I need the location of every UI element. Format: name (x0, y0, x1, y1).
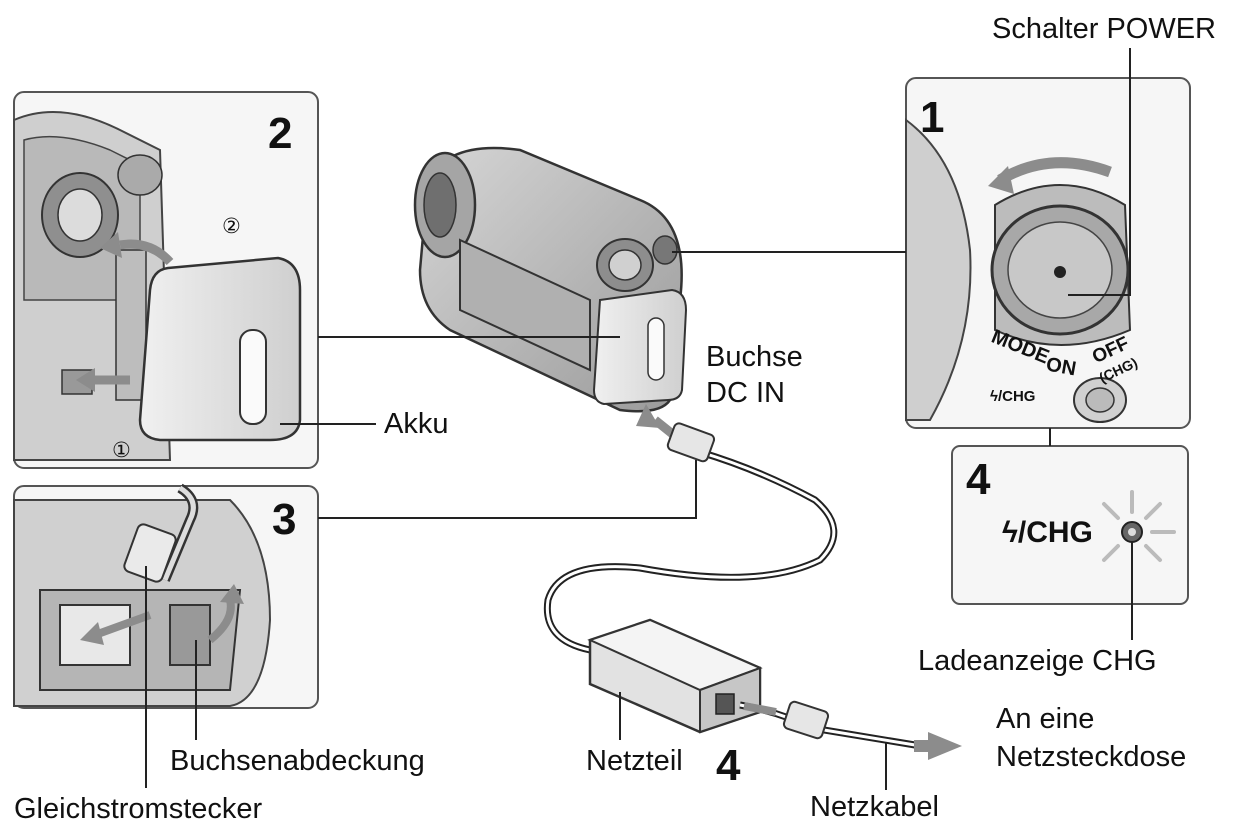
label-buchsenabdeckung: Buchsenabdeckung (170, 745, 425, 777)
camera-illustration (413, 146, 688, 444)
chg-lamp-big-label: ϟ/CHG (1002, 516, 1093, 549)
label-dc-in: DC IN (706, 377, 785, 409)
step-number-4-adapter: 4 (716, 741, 741, 790)
label-an-eine: An eine (996, 703, 1095, 735)
label-ladeanzeige-chg: Ladeanzeige CHG (918, 645, 1157, 677)
dial-chg-lamp-label: ϟ/CHG (990, 388, 1036, 405)
label-schalter-power: Schalter POWER (992, 13, 1216, 45)
label-netzsteckdose: Netzsteckdose (996, 741, 1187, 773)
callout-lines (145, 48, 1133, 790)
label-netzteil: Netzteil (586, 745, 683, 777)
step-number-2: 2 (268, 109, 293, 158)
substep-marker-1: ① (112, 438, 131, 462)
dial-on-label: ON (1044, 353, 1078, 381)
panel-step-3 (13, 483, 319, 709)
ac-adapter-assembly (543, 422, 962, 760)
substep-marker-2: ② (222, 214, 241, 238)
label-gleichstromstecker: Gleichstromstecker (14, 793, 263, 825)
step-number-1: 1 (920, 93, 945, 142)
label-buchse: Buchse (706, 341, 803, 373)
panel-step-1 (905, 77, 1191, 429)
step-number-4-panel: 4 (966, 455, 991, 504)
step-number-3: 3 (272, 495, 297, 544)
label-netzkabel: Netzkabel (810, 791, 939, 823)
label-akku: Akku (384, 408, 449, 440)
panel-step-2 (13, 91, 319, 469)
